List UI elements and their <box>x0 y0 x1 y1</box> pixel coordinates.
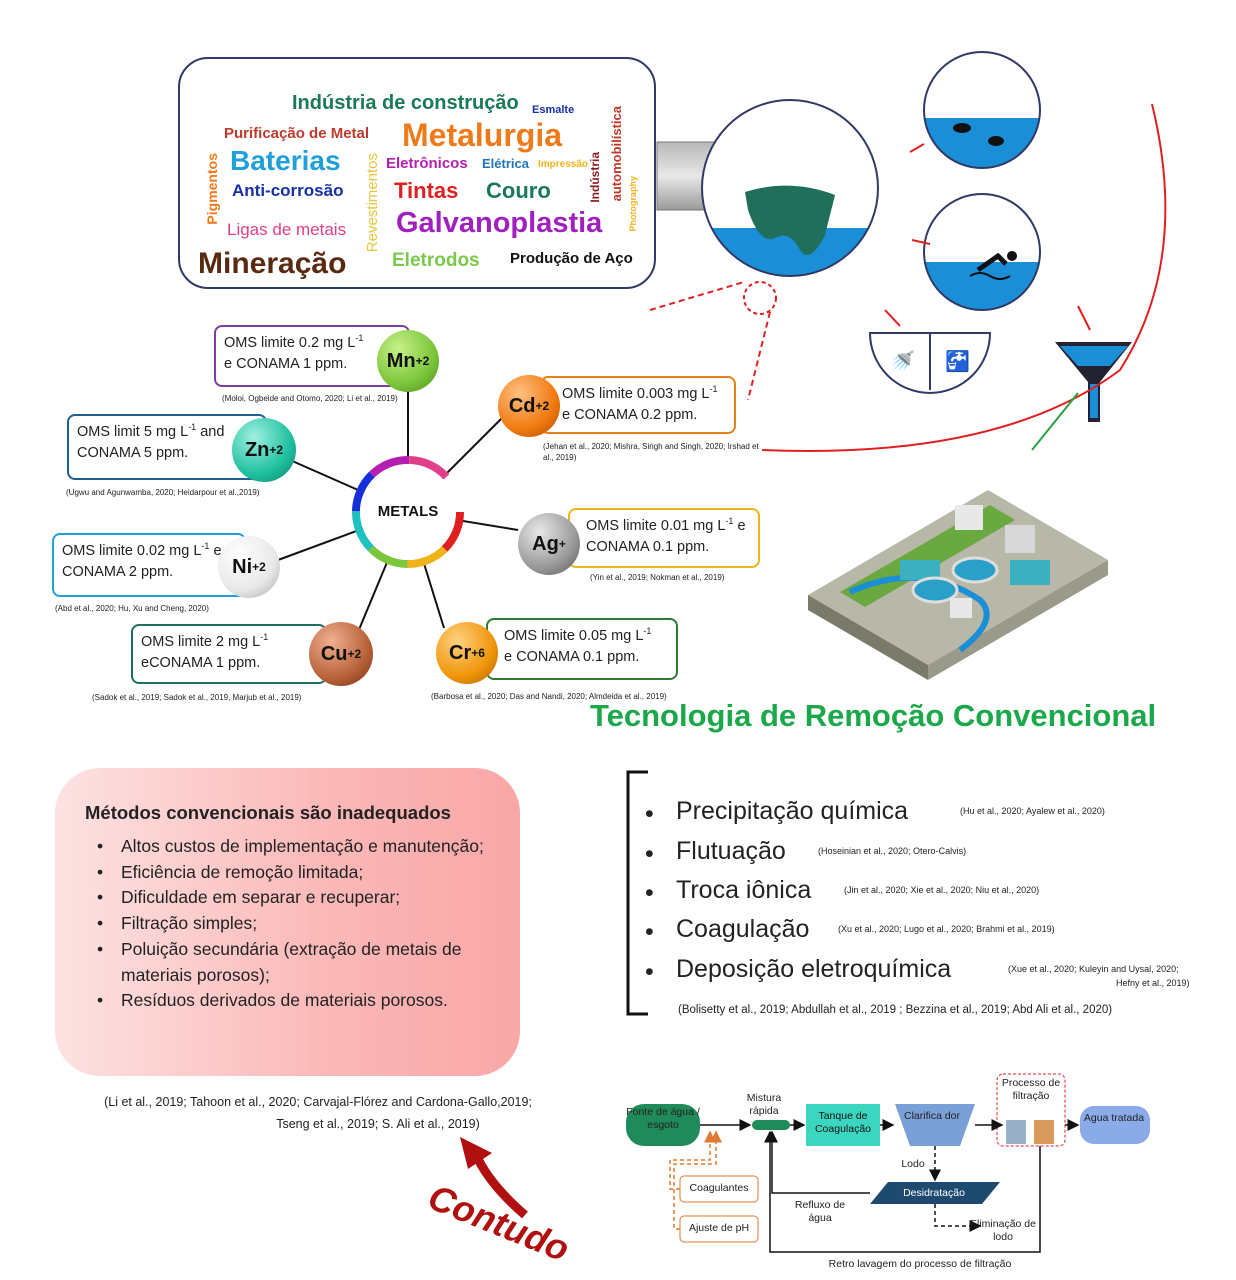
word-steel-production: Produção de Aço <box>510 250 633 267</box>
metal-ref-ag: (Yin et al., 2019; Nokman et al., 2019) <box>590 573 725 582</box>
flow-dewatering-node <box>870 1182 1000 1204</box>
contaminated-water-circle <box>701 99 879 315</box>
word-metallurgy: Metalurgia <box>402 117 563 153</box>
metal-ref-zn: (Ugwu and Agunwamba, 2020; Heidarpour et… <box>66 488 260 497</box>
flow-rapid-mix-label: Mistura rápida <box>746 1092 782 1117</box>
inadequate-list: Altos custos de implementação e manutenç… <box>83 834 521 1014</box>
swimmer-circle <box>923 193 1041 311</box>
metal-ball-cu: Cu+2 <box>309 622 373 686</box>
metal-ball-ni: Ni+2 <box>218 536 280 598</box>
list-item: Eficiência de remoção limitada; <box>97 860 521 886</box>
word-leather: Couro <box>486 178 551 203</box>
usage-half-circle: 🚿 🚰 <box>868 332 992 394</box>
flow-coag-tank-node <box>806 1104 880 1146</box>
flow-treated-label: Agua tratada <box>1083 1112 1145 1124</box>
list-item: Dificuldade em separar e recuperar; <box>97 885 521 911</box>
fish-icon <box>988 136 1004 146</box>
watering-can-icon: 🚿 <box>890 349 915 373</box>
list-item: Resíduos derivados de materiais porosos. <box>97 988 521 1014</box>
flow-source-node <box>626 1104 700 1146</box>
word-electronics: Eletrônicos <box>386 155 468 172</box>
metals-hub-ring <box>352 456 464 568</box>
flow-filtration-label: Processo de filtração <box>1001 1077 1061 1102</box>
metal-ball-cr: Cr+6 <box>436 622 498 684</box>
flow-sludge-label: Lodo <box>901 1158 925 1170</box>
metal-box-cr: OMS limite 0.05 mg L-1 e CONAMA 0.1 ppm. <box>486 618 678 680</box>
fish-circle <box>923 51 1041 169</box>
flow-diagram <box>626 1073 1150 1253</box>
flow-clarifier-label: Clarifica dor <box>903 1110 961 1122</box>
flow-ph-label: Ajuste de pH <box>688 1222 750 1234</box>
metal-box-cu: OMS limite 2 mg L-1 eCONAMA 1 ppm. <box>131 624 327 684</box>
inadequate-methods-panel: Métodos convencionais são inadequados Al… <box>55 768 520 1076</box>
flow-dewatering-label: Desidratação <box>903 1187 965 1199</box>
filter-funnel-icon <box>1055 342 1132 422</box>
metal-box-ni: OMS limite 0.02 mg L-1 e CONAMA 2 ppm. <box>52 533 246 597</box>
swimmer-icon <box>1007 251 1017 261</box>
industry-word-cloud: Indústria de construção Esmalte Purifica… <box>178 57 656 289</box>
list-item: Altos custos de implementação e manutenç… <box>97 834 521 860</box>
word-paints: Tintas <box>394 178 459 203</box>
metal-ref-mn: (Moloi, Ogbeide and Otomo, 2020; Li et a… <box>222 394 398 403</box>
metals-hub-label: METALS <box>377 503 439 520</box>
tech-bracket <box>626 770 648 1016</box>
section-title: Tecnologia de Remoção Convencional <box>590 698 1157 733</box>
inadequate-refs: (Li et al., 2019; Tahoon et al., 2020; C… <box>104 1095 532 1131</box>
word-electric: Elétrica <box>482 156 529 171</box>
flow-backwash-label: Retro lavagem do processo de filtração <box>828 1258 1012 1270</box>
flow-coagulants-label: Coagulantes <box>689 1182 749 1194</box>
pollution-illustration: 🚿 🚰 <box>277 51 1167 680</box>
metal-ball-zn: Zn+2 <box>232 418 296 482</box>
flow-clarifier-node <box>895 1104 975 1146</box>
metal-ball-ag: Ag+ <box>518 513 580 575</box>
word-alloys: Ligas de metais <box>227 220 347 239</box>
word-printing: Impressão <box>538 159 589 170</box>
inadequate-title: Métodos convencionais são inadequados <box>85 802 451 823</box>
word-construction: Indústria de construção <box>292 92 519 114</box>
metal-ref-cu: (Sadok et al., 2019; Sadok et al., 2019,… <box>92 693 302 702</box>
metal-ref-cr: (Barbosa et al., 2020; Das and Nandi, 20… <box>431 692 667 701</box>
word-batteries: Baterias <box>230 145 341 176</box>
contudo-arrow-icon <box>460 1137 528 1219</box>
flow-rapid-mix-node <box>752 1120 790 1130</box>
metal-box-cd: OMS limite 0.003 mg L-1 e CONAMA 0.2 ppm… <box>540 376 736 434</box>
metal-box-ag: OMS limite 0.01 mg L-1 e CONAMA 0.1 ppm. <box>568 508 760 568</box>
tech-refs: (Bolisetty et al., 2019; Abdullah et al.… <box>678 1004 1113 1016</box>
metal-ref-ni: (Abd et al., 2020; Hu, Xu and Cheng, 202… <box>55 604 209 613</box>
metal-ball-cd: Cd+2 <box>498 375 560 437</box>
word-electroplating: Galvanoplastia <box>396 207 603 239</box>
word-electrodes: Eletrodos <box>392 250 480 271</box>
word-mining: Mineração <box>198 247 347 280</box>
flow-treated-node <box>1080 1106 1150 1144</box>
word-anticorrosion: Anti-corrosão <box>232 181 344 200</box>
tap-icon: 🚰 <box>945 349 970 373</box>
flow-source-label: Fonte de água / esgoto <box>626 1106 700 1131</box>
metal-ref-cd: (Jehan et al., 2020; Mishra, Singh and S… <box>543 442 759 462</box>
word-metal-purification: Purificação de Metal <box>224 125 370 142</box>
flow-reflux-label: Refluxo de água <box>794 1199 846 1224</box>
list-item: Poluição secundária (extração de metais … <box>97 937 521 988</box>
word-enamel: Esmalte <box>532 104 575 116</box>
flow-coag-tank-label: Tanque de Coagulação <box>814 1110 872 1135</box>
treatment-plant-illustration <box>808 490 1108 680</box>
fish-icon <box>953 123 971 133</box>
metal-box-mn: OMS limite 0.2 mg L-1 e CONAMA 1 ppm. <box>214 325 410 387</box>
list-item: Filtração simples; <box>97 911 521 937</box>
flow-sludge-disposal-label: Eliminação de lodo <box>970 1218 1036 1243</box>
metal-ball-mn: Mn+2 <box>377 330 439 392</box>
